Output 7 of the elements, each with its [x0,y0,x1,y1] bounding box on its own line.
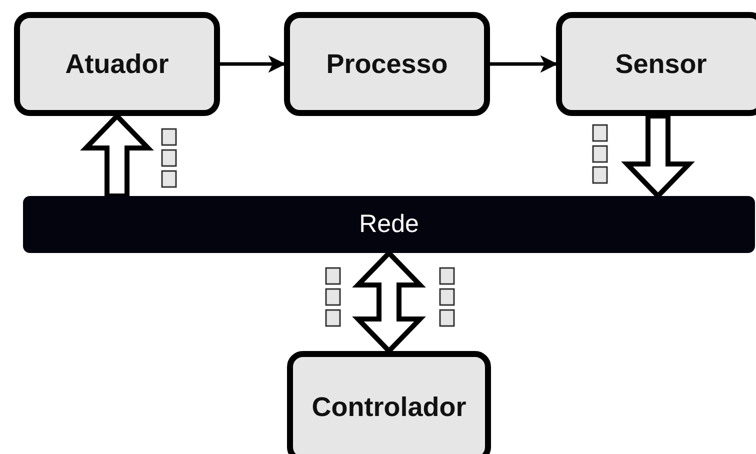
block-box: Atuador [14,12,220,116]
block-box: Processo [284,12,490,116]
block-box: Controlador [287,351,491,454]
arrow [490,55,558,73]
network-bar: Rede [23,196,755,253]
block-box: Sensor [556,12,756,116]
arrow [220,55,286,73]
